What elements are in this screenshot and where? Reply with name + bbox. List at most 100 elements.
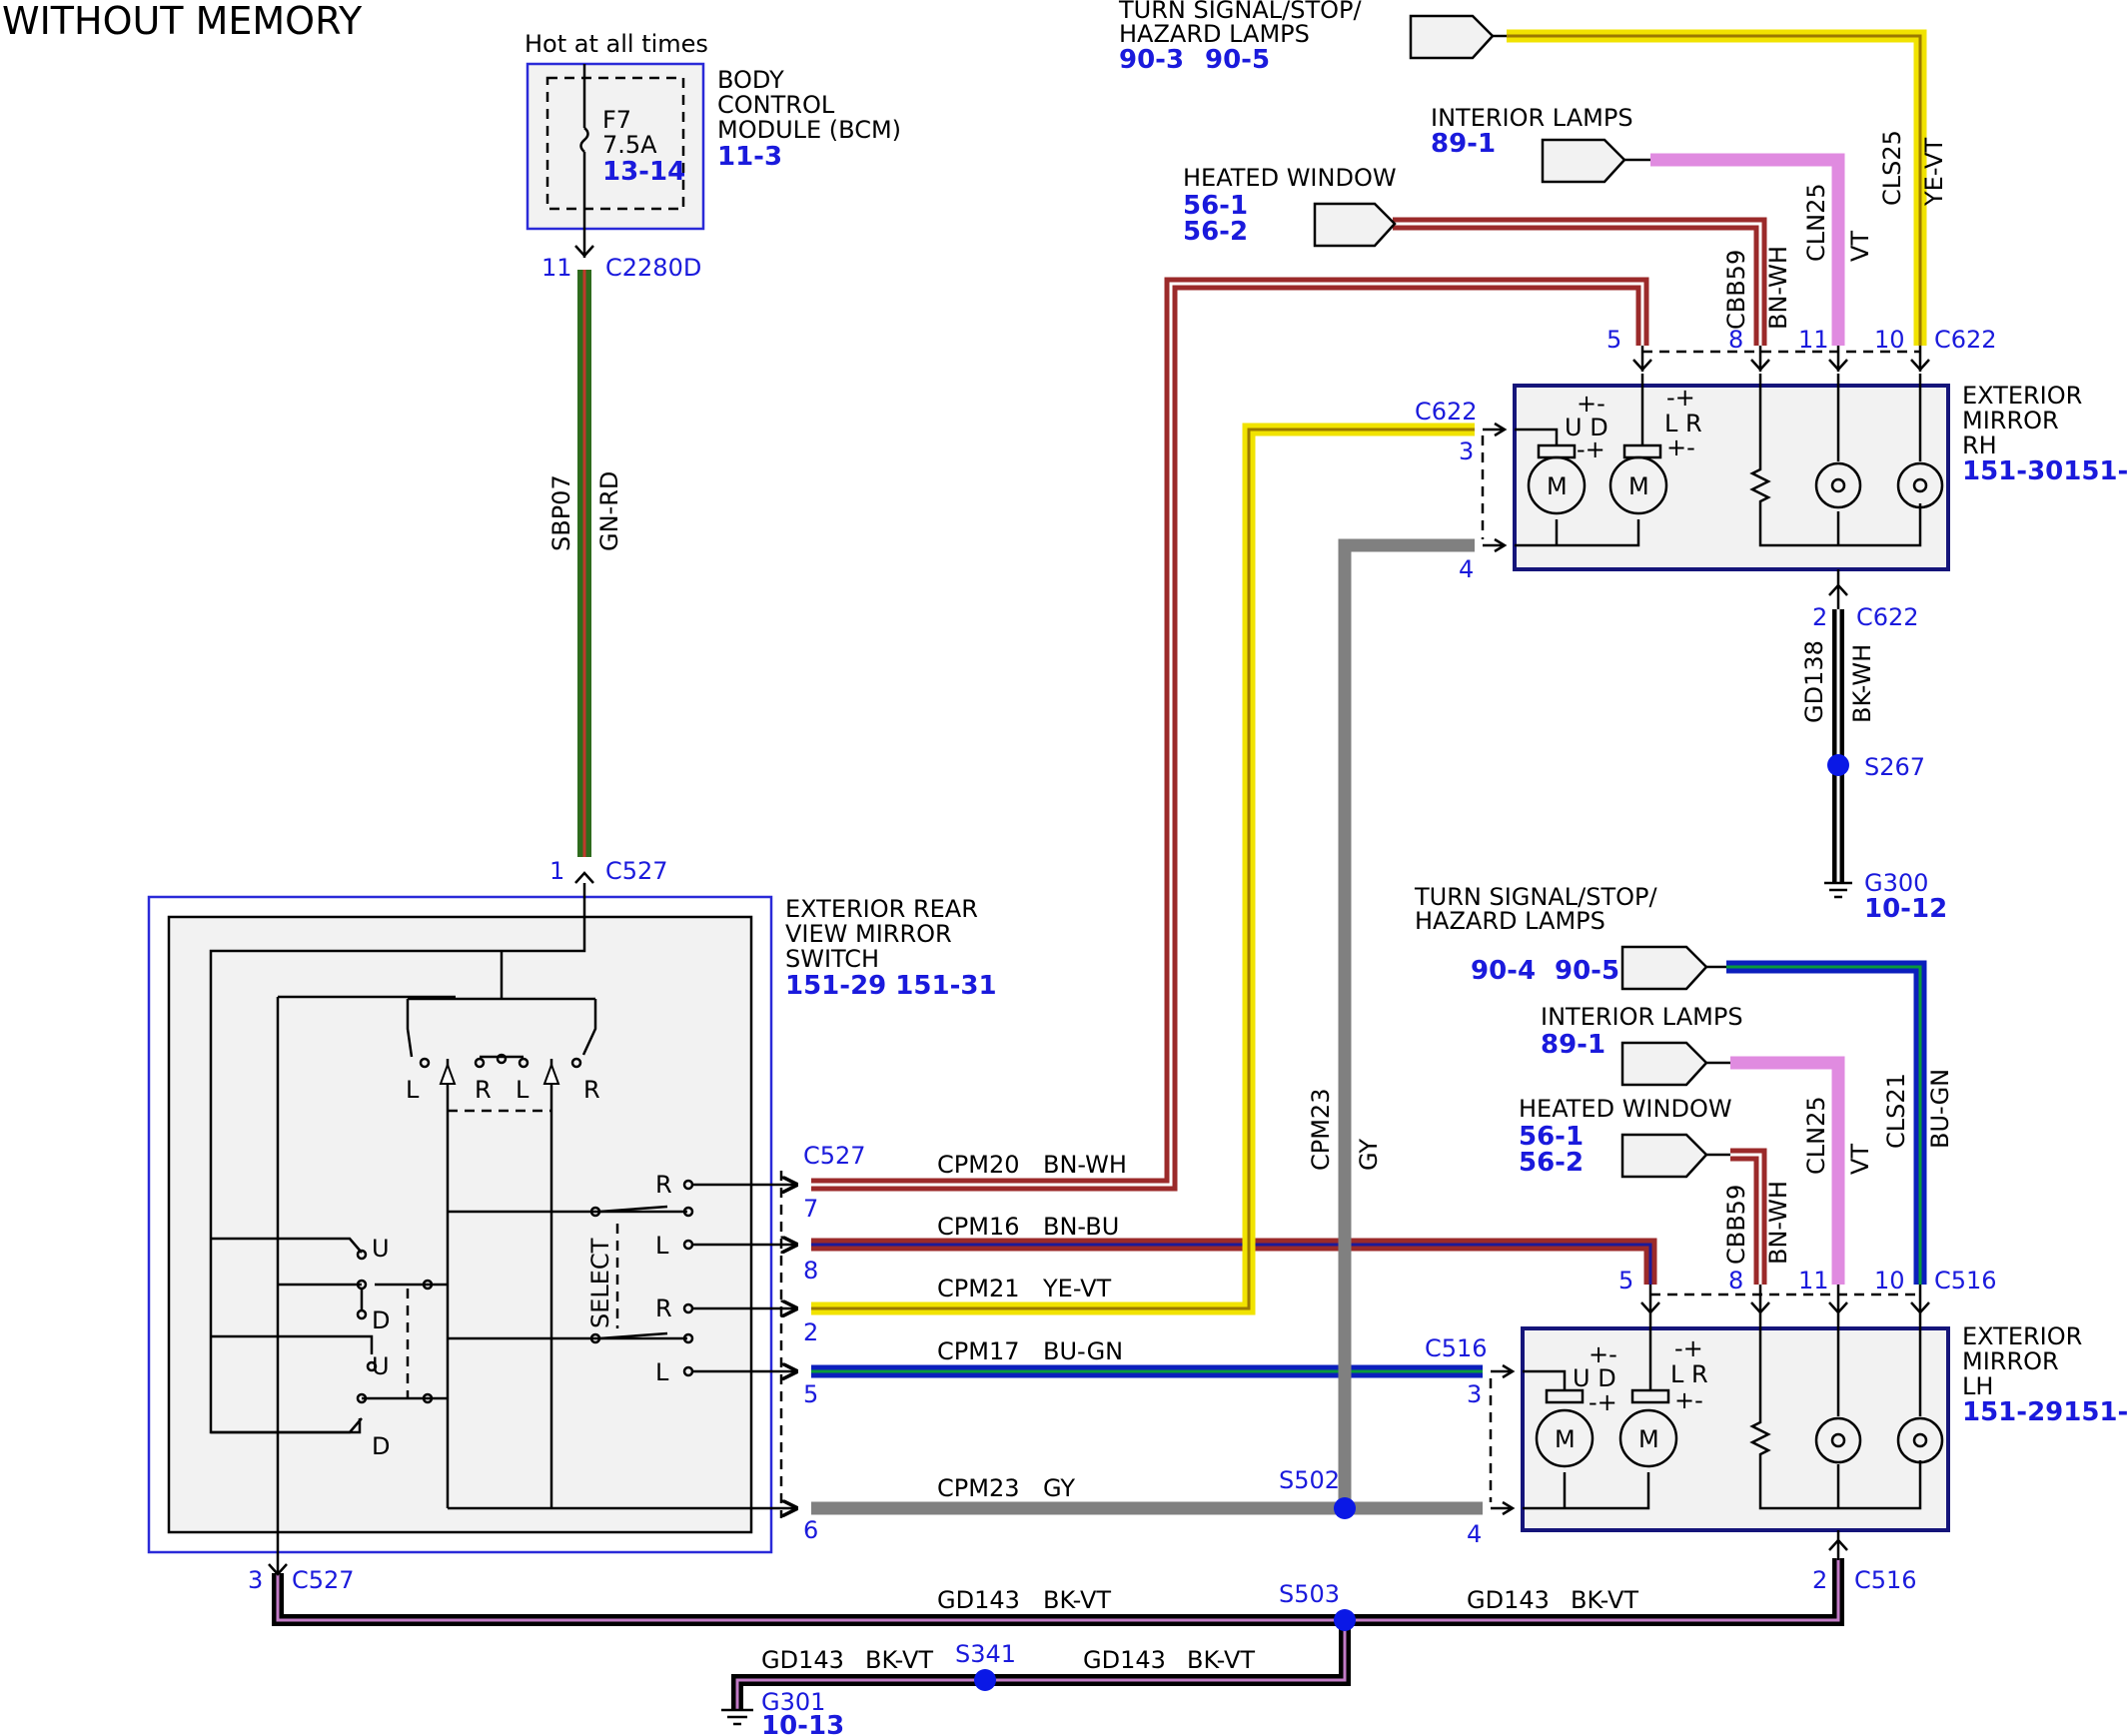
rh-pin-5: 5 (1606, 326, 1621, 354)
splice-s503 (1334, 1609, 1356, 1631)
rh-cbb59-color: BN-WH (1764, 246, 1792, 330)
rh-cln25-circuit: CLN25 (1802, 183, 1830, 262)
cpm20-color: BN-WH (1043, 1151, 1127, 1179)
lh-motor-ud-top: +- (1589, 1340, 1617, 1368)
switch-refs: 151-29 151-31 (785, 971, 997, 1001)
c527-pin-5: 5 (803, 1380, 818, 1408)
lh-lamp-2-icon (1896, 1416, 1944, 1464)
c527-connector: C527 7 8 2 5 6 (692, 1142, 866, 1544)
lh-interior-plug-icon (1620, 1041, 1708, 1087)
rh-mirror: TURN SIGNAL/STOP/ HAZARD LAMPS 90-3 90-5… (1118, 0, 2128, 924)
cpm16-circuit: CPM16 (937, 1213, 1019, 1241)
lh-pin-11: 11 (1798, 1267, 1829, 1295)
rh-name-line1: EXTERIOR (1962, 382, 2082, 410)
s503-label: S503 (1279, 1580, 1340, 1608)
bcm-name-line2: CONTROL (717, 91, 835, 119)
rh-heater-element-icon (1749, 374, 1922, 547)
rh-ground-color: BK-WH (1848, 644, 1876, 723)
lh-motor-lr-m: M (1638, 1425, 1659, 1453)
rh-lamp-1-icon (1814, 461, 1862, 509)
lh-cbb59-color: BN-WH (1764, 1181, 1792, 1265)
ground-g301-icon (721, 1708, 753, 1726)
cpm23-vertical-color: GY (1355, 1139, 1383, 1171)
out-label-l2: L (655, 1358, 669, 1386)
switch-u2: U (372, 1352, 390, 1380)
select-label: SELECT (586, 1238, 614, 1328)
rh-motor-lr-m: M (1628, 472, 1649, 500)
lh-cln25-circuit: CLN25 (1802, 1096, 1830, 1175)
rh-motor-ud-m: M (1547, 472, 1568, 500)
gd143-left-circuit: GD143 (937, 1586, 1020, 1614)
lh-motor-lr-top: -+ (1674, 1334, 1703, 1362)
rh-refs: 151-30151-32 (1962, 456, 2128, 486)
rh-motor-lr-icon (1608, 455, 1668, 515)
bcm-connector: C2280D (605, 254, 701, 282)
gd143-right-circuit: GD143 (1467, 1586, 1550, 1614)
bcm-pin: 11 (541, 254, 572, 282)
lh-cls21-color: BU-GN (1926, 1069, 1954, 1149)
rh-left-pin-3: 3 (1459, 437, 1474, 465)
lh-motor-ud-bot: -+ (1589, 1388, 1617, 1416)
fuse-rating: 7.5A (602, 131, 657, 159)
rh-turn-label2: HAZARD LAMPS (1119, 20, 1310, 48)
switch-name-line3: SWITCH (785, 945, 879, 973)
switch-u1: U (372, 1235, 390, 1263)
rh-pin-8: 8 (1728, 326, 1743, 354)
g301-label: G301 (761, 1688, 825, 1716)
cpm17-circuit: CPM17 (937, 1337, 1019, 1365)
wire-cpm20: CPM20 BN-WH (811, 277, 1649, 1192)
rh-pin-10: 10 (1874, 326, 1905, 354)
c527-pin-8: 8 (803, 1257, 818, 1285)
lh-mirror: TURN SIGNAL/STOP/ HAZARD LAMPS 90-4 90-5… (1414, 883, 2128, 1594)
rh-pin-11: 11 (1798, 326, 1829, 354)
lh-left-connector: C516 (1425, 1334, 1488, 1362)
wire-gd143: 3 C527 GD143 BK-VT GD143 BK-VT S503 GD14… (248, 1558, 1844, 1736)
lh-left-pin-3: 3 (1467, 1380, 1482, 1408)
lh-connector-top: C516 (1934, 1267, 1997, 1295)
rh-heated-ref-1: 56-1 (1183, 191, 1248, 221)
lh-pin-5: 5 (1618, 1267, 1633, 1295)
lh-pin-bottom: 2 (1812, 1566, 1827, 1594)
s341-label: S341 (955, 1640, 1016, 1668)
ground-g300-icon (1824, 881, 1852, 899)
switch-d1: D (372, 1306, 390, 1334)
lh-motor-lr-mid: L R (1670, 1360, 1708, 1388)
bcm-ref: 11-3 (717, 142, 782, 172)
rh-turn-ref-2: 90-5 (1205, 45, 1270, 75)
lh-heated-ref-2: 56-2 (1519, 1148, 1584, 1178)
wire-cpm23: CPM23 GY CPM23 GY S502 (811, 538, 1483, 1519)
gd143-s341-right-circuit: GD143 (1083, 1646, 1166, 1674)
lh-name-line3: LH (1962, 1372, 1993, 1400)
wire-cpm16: CPM16 BN-BU (811, 1213, 1657, 1285)
rh-ground-circuit: GD138 (1800, 640, 1828, 723)
wire-cpm17: CPM17 BU-GN (811, 1337, 1483, 1378)
lh-lamp-1-icon (1814, 1416, 1862, 1464)
switch-connector-top: C527 (605, 857, 668, 885)
wire-sbp07: SBP07 GN-RD (547, 270, 623, 857)
bcm-name-line3: MODULE (BCM) (717, 116, 901, 144)
rh-motor-lr-bot: +- (1666, 434, 1695, 461)
lh-pin-10: 10 (1874, 1267, 1905, 1295)
rh-turn-plug-icon (1409, 14, 1495, 60)
bcm-pin-arrow-icon (574, 245, 594, 258)
lh-interior-ref: 89-1 (1541, 1030, 1605, 1060)
cpm21-circuit: CPM21 (937, 1275, 1019, 1302)
rh-connector-top: C622 (1934, 326, 1997, 354)
lh-motor-ud-m: M (1555, 1425, 1576, 1453)
rh-turn-label: TURN SIGNAL/STOP/ (1118, 0, 1362, 24)
fuse-id: F7 (602, 106, 631, 134)
rh-interior-ref: 89-1 (1431, 129, 1496, 159)
cpm20-circuit: CPM20 (937, 1151, 1019, 1179)
cpm23-color: GY (1043, 1474, 1075, 1502)
sel-label-2: R (475, 1076, 492, 1104)
lh-connector-bottom: C516 (1854, 1566, 1917, 1594)
rh-left-pin-4: 4 (1459, 555, 1474, 583)
lh-left-pin-4: 4 (1467, 1520, 1482, 1548)
rh-lamp-2-icon (1896, 461, 1944, 509)
sel-label-3: L (516, 1076, 530, 1104)
rh-motor-ud-bot: -+ (1577, 435, 1605, 463)
rh-motor-ud-icon (1527, 455, 1587, 515)
switch-pin-top: 1 (549, 857, 564, 885)
rh-name-line3: RH (1962, 432, 1997, 459)
